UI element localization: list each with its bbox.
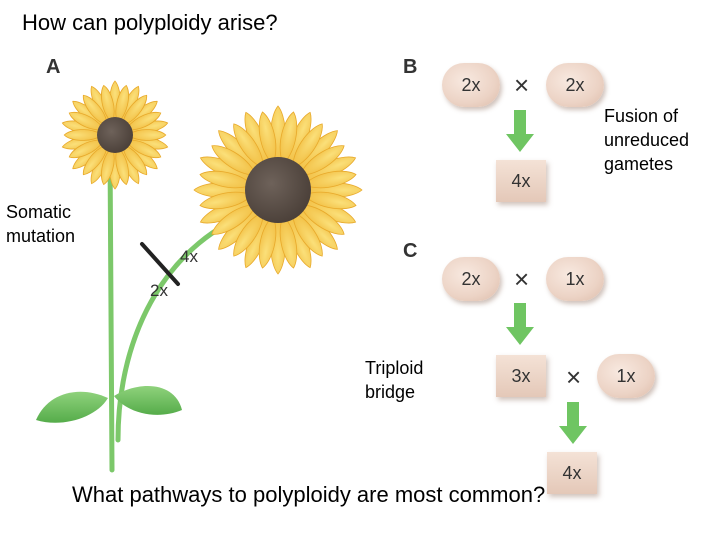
petal — [82, 94, 109, 127]
down-arrow-icon — [506, 110, 534, 152]
result-4x-b: 4x — [496, 160, 546, 202]
caption-line: mutation — [6, 226, 76, 246]
intermediate-3x: 3x — [496, 355, 546, 397]
leaf-left — [36, 391, 108, 423]
gamete-1x-cross: 1x — [597, 354, 655, 398]
petal — [101, 84, 115, 125]
somatic-mutation-caption: Somatic mutation — [6, 200, 75, 248]
cross-symbol: × — [514, 70, 530, 100]
gamete-2x-left: 2x — [442, 63, 500, 107]
petal — [211, 145, 258, 176]
petal — [125, 139, 162, 159]
caption-line: Somatic — [6, 202, 72, 222]
branch-label-4x: 4x — [180, 247, 198, 266]
petal — [279, 214, 298, 269]
main-stem — [107, 147, 115, 473]
panel-letter-b: B — [403, 56, 418, 78]
petal — [68, 111, 105, 131]
down-arrow-icon — [506, 303, 534, 345]
petal — [298, 145, 345, 176]
petal — [101, 145, 115, 186]
small-sunflower — [61, 80, 169, 190]
caption-line: bridge — [365, 382, 416, 402]
petal — [302, 191, 357, 210]
gamete-1x-c: 1x — [546, 257, 604, 301]
panel-letter-c: C — [403, 240, 418, 262]
large-sunflower — [193, 105, 363, 275]
panel-letter-a: A — [46, 56, 61, 78]
fusion-caption: Fusion of unreduced gametes — [604, 104, 689, 176]
petal — [233, 210, 264, 257]
caption-line: Triploid — [365, 358, 424, 378]
petal — [63, 129, 104, 141]
leaf-right — [114, 385, 182, 415]
branch-label-2x: 2x — [150, 281, 168, 300]
petal — [68, 139, 105, 159]
discussion-question: What pathways to polyploidy are most com… — [72, 482, 546, 507]
mutation-mark — [140, 242, 180, 286]
page-title: How can polyploidy arise? — [22, 10, 278, 35]
petal — [125, 111, 162, 131]
caption-line: Fusion of — [604, 106, 679, 126]
petal — [115, 84, 129, 125]
petal — [279, 111, 298, 166]
petal — [115, 145, 129, 186]
petal — [292, 123, 323, 170]
caption-line: unreduced — [604, 130, 690, 150]
petal — [258, 214, 277, 269]
cross-symbol: × — [566, 362, 582, 392]
caption-line: gametes — [604, 154, 674, 174]
down-arrow-icon — [559, 402, 587, 444]
gamete-2x-c: 2x — [442, 257, 500, 301]
petal — [121, 143, 148, 176]
petal — [302, 170, 357, 189]
result-4x-c: 4x — [547, 452, 597, 494]
triploid-bridge-caption: Triploid bridge — [365, 356, 423, 404]
petal — [126, 129, 167, 141]
petal — [199, 191, 254, 210]
petal — [211, 204, 258, 235]
petal — [298, 204, 345, 235]
gamete-2x-right: 2x — [546, 63, 604, 107]
cross-symbol: × — [514, 264, 530, 294]
petal — [233, 123, 264, 170]
petal — [121, 94, 148, 127]
petal — [199, 170, 254, 189]
petal — [258, 111, 277, 166]
petal — [292, 210, 323, 257]
petal — [82, 143, 109, 176]
